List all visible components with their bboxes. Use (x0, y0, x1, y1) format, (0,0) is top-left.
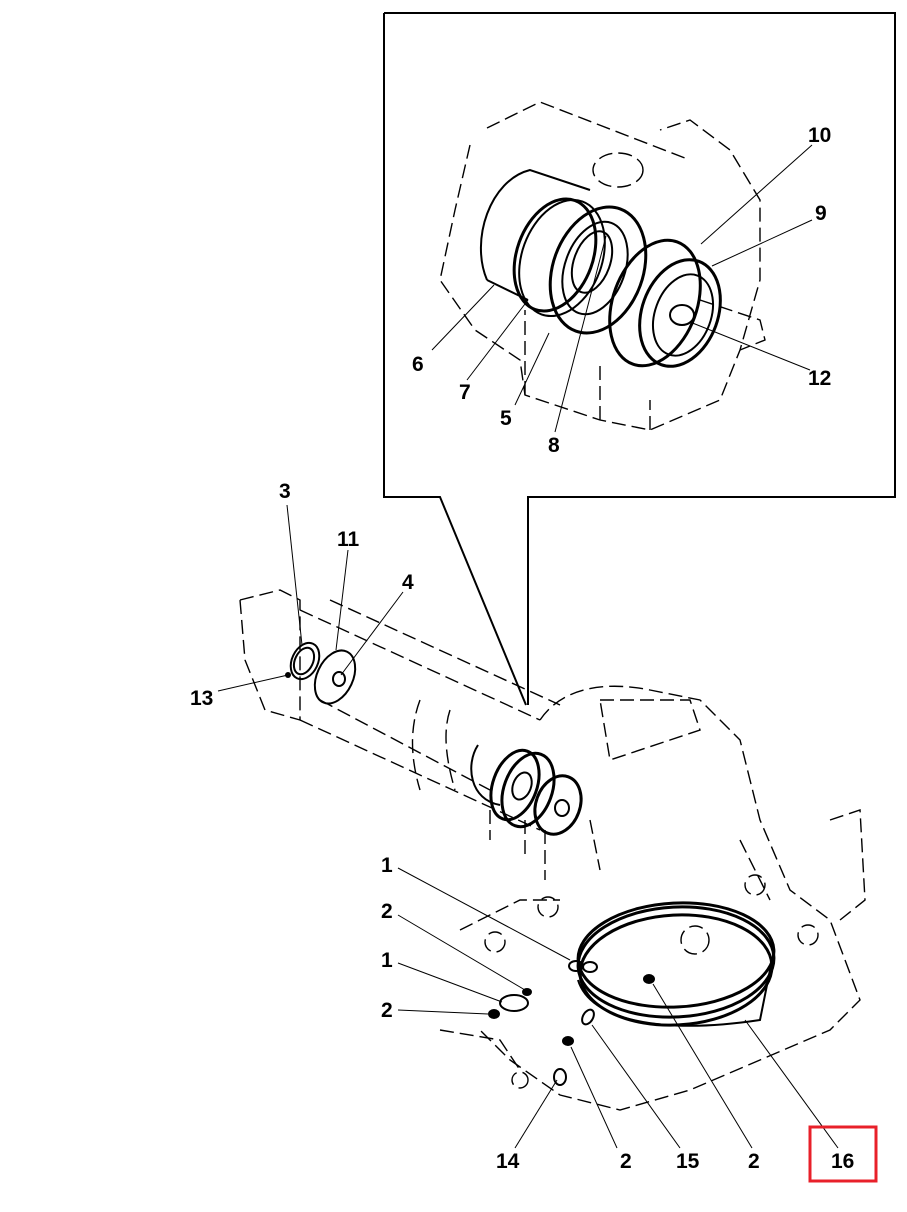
callout-8: 8 (548, 434, 560, 457)
callout-13: 13 (190, 687, 213, 710)
callout-11: 11 (337, 528, 360, 551)
leader-9 (711, 219, 813, 267)
leader-8 (554, 235, 607, 433)
callout-1a: 1 (381, 854, 393, 877)
callout-6: 6 (412, 353, 424, 376)
highlight-box (808, 1125, 878, 1183)
callout-5: 5 (500, 407, 512, 430)
leader-2b (397, 1009, 489, 1015)
leader-16 (744, 1019, 839, 1149)
detail-inset (383, 12, 896, 706)
leader-3 (286, 504, 303, 646)
main-seal-stack (285, 641, 583, 836)
callout-10: 10 (808, 124, 831, 147)
callout-1b: 1 (381, 949, 393, 972)
callout-2b: 2 (381, 999, 393, 1022)
inset-seal-assembly (479, 168, 722, 368)
callout-2a: 2 (381, 900, 393, 923)
leader-1a (397, 867, 571, 961)
highlighted-callout-16[interactable]: 16 (808, 1125, 878, 1183)
leader-2c (570, 1046, 618, 1149)
inset-leaders (431, 144, 813, 433)
callout-2d: 2 (748, 1150, 760, 1173)
leader-13 (217, 674, 289, 692)
main-transmission-housing (439, 685, 866, 1111)
main-small-seals (488, 960, 655, 1086)
leader-11 (335, 549, 349, 651)
inset-frame (383, 12, 896, 706)
callout-12: 12 (808, 367, 831, 390)
main-large-seal-16 (576, 901, 776, 1027)
callout-14: 14 (496, 1150, 520, 1173)
leader-14 (514, 1079, 558, 1149)
inset-housing-outline (439, 101, 766, 431)
callout-7: 7 (459, 381, 471, 404)
callout-15: 15 (676, 1150, 700, 1173)
leader-12 (689, 321, 811, 371)
leader-7 (466, 299, 529, 381)
leader-10 (700, 144, 813, 245)
leader-2a (397, 914, 526, 991)
leader-4 (340, 591, 404, 676)
leader-2d (652, 983, 753, 1149)
leader-15 (591, 1024, 681, 1149)
callout-4: 4 (402, 571, 414, 594)
leader-6 (431, 284, 495, 351)
leader-1b (397, 962, 503, 1003)
leader-5 (514, 332, 550, 406)
callout-9: 9 (815, 202, 827, 225)
callout-16: 16 (831, 1150, 854, 1173)
main-cylinder-housing (239, 589, 561, 880)
callout-3: 3 (279, 480, 291, 503)
callout-2c: 2 (620, 1150, 632, 1173)
